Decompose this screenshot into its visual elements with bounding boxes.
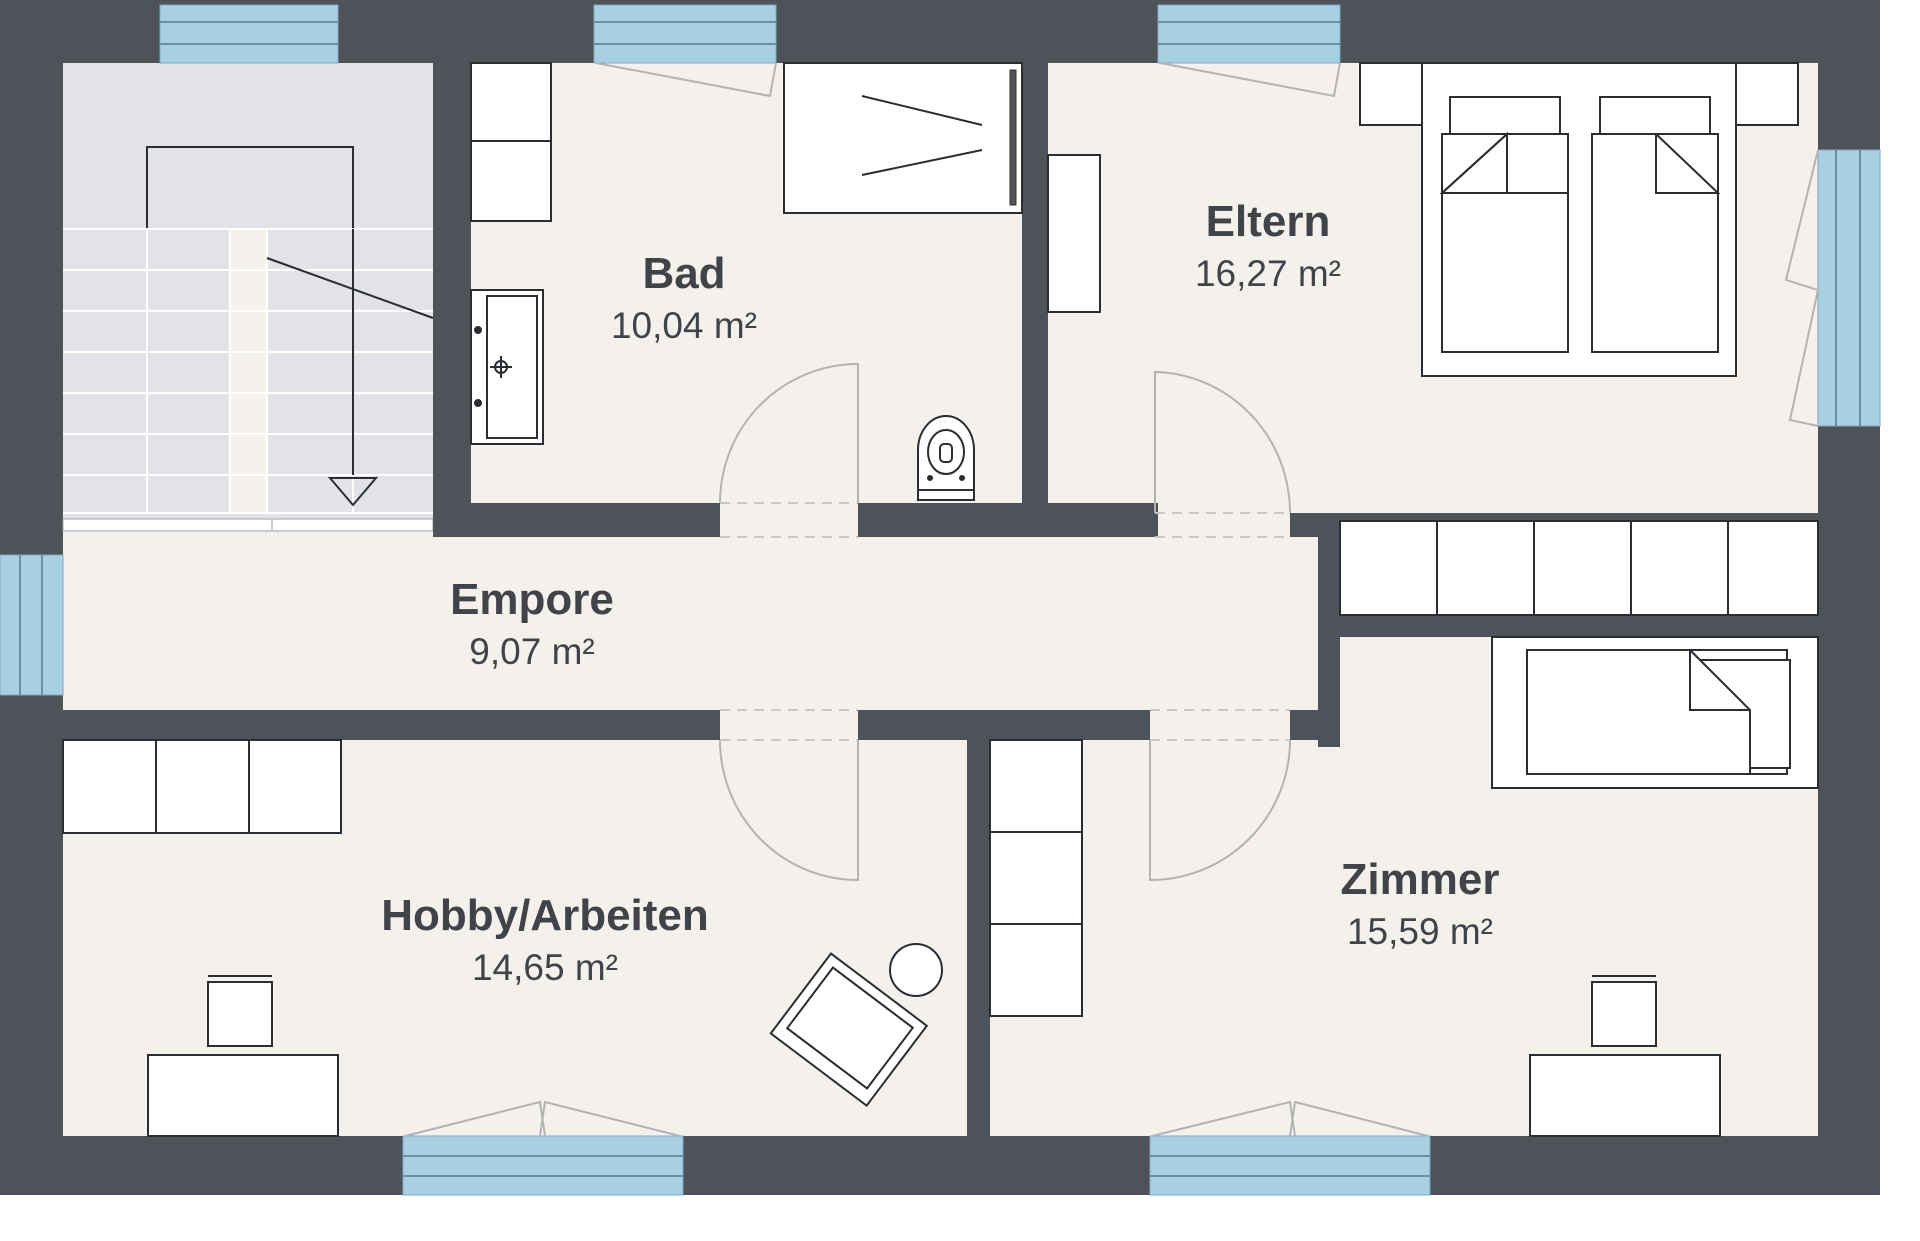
room-name-zimmer: Zimmer xyxy=(1341,855,1500,904)
wall-empore-bottom-left xyxy=(63,710,720,740)
furniture xyxy=(62,62,1819,1137)
staircase xyxy=(62,146,434,532)
room-name-eltern: Eltern xyxy=(1206,197,1331,246)
bed-right xyxy=(1591,96,1721,353)
room-name-bad: Bad xyxy=(642,249,725,298)
nightstand-left xyxy=(1359,62,1423,126)
room-area-eltern: 16,27 m² xyxy=(1195,253,1341,294)
door-zimmer xyxy=(1149,739,1291,882)
room-area-hobby: 14,65 m² xyxy=(472,947,618,988)
armchair xyxy=(769,952,929,1108)
wall-stair-bad xyxy=(433,63,471,531)
wall-zimmer-top xyxy=(1340,615,1818,637)
window-bottom-hobby xyxy=(402,1135,684,1196)
room-area-bad: 10,04 m² xyxy=(611,305,757,346)
zimmer-desk xyxy=(1529,1054,1721,1137)
wall-hobby-zimmer xyxy=(967,740,990,1136)
bad-cabinet-top xyxy=(470,62,552,142)
room-name-empore: Empore xyxy=(450,575,614,624)
wall-empore-right xyxy=(1318,513,1340,747)
wall-empore-bottom-mid xyxy=(858,710,1150,740)
wall-wardrobe-bottom xyxy=(1318,513,1818,521)
nightstand-right xyxy=(1735,62,1799,126)
bathtub-fittings-icon xyxy=(474,326,512,407)
window-frames xyxy=(19,21,1861,1177)
empore-door-sill-eltern xyxy=(1155,513,1290,537)
wall-empore-bottom-right xyxy=(1290,710,1340,740)
windows xyxy=(0,4,1881,1196)
room-labels: Bad 10,04 m² Eltern 16,27 m² Empore 9,07… xyxy=(381,197,1499,988)
eltern-cabinet xyxy=(1047,154,1101,313)
window-left-empore xyxy=(0,554,64,696)
doors xyxy=(719,362,1291,882)
eltern-wardrobe xyxy=(1339,520,1819,616)
shower xyxy=(783,62,1023,214)
door-hobby xyxy=(719,739,859,882)
door-bad xyxy=(719,362,859,504)
side-table xyxy=(889,943,943,997)
empore-door-sill-bad xyxy=(720,501,858,535)
window-top-bad xyxy=(593,4,777,64)
empore-door-sill-hobby xyxy=(720,710,858,744)
zimmer-wardrobe xyxy=(989,739,1083,1017)
wall-bad-bottom-left xyxy=(433,503,720,537)
hobby-desk xyxy=(147,1054,339,1137)
toilet-icon xyxy=(917,415,975,501)
bed-left xyxy=(1439,96,1569,353)
window-swings xyxy=(404,62,1820,1137)
bad-cabinet-bottom xyxy=(470,140,552,222)
door-eltern xyxy=(1154,370,1291,514)
wall-bad-eltern xyxy=(1022,63,1048,523)
window-top-stairs xyxy=(159,4,339,64)
zimmer-chair xyxy=(1591,981,1657,1047)
room-area-zimmer: 15,59 m² xyxy=(1347,911,1493,952)
hobby-shelf xyxy=(62,739,342,834)
room-name-hobby: Hobby/Arbeiten xyxy=(381,891,709,940)
hobby-chair xyxy=(207,981,273,1047)
window-bottom-zimmer xyxy=(1149,1135,1431,1196)
window-top-eltern xyxy=(1157,4,1341,64)
shower-drain xyxy=(1009,69,1017,206)
wall-bad-bottom-right xyxy=(858,503,1158,537)
interior-walls xyxy=(63,63,1818,1136)
room-area-empore: 9,07 m² xyxy=(469,631,594,672)
window-right-eltern xyxy=(1817,149,1881,427)
